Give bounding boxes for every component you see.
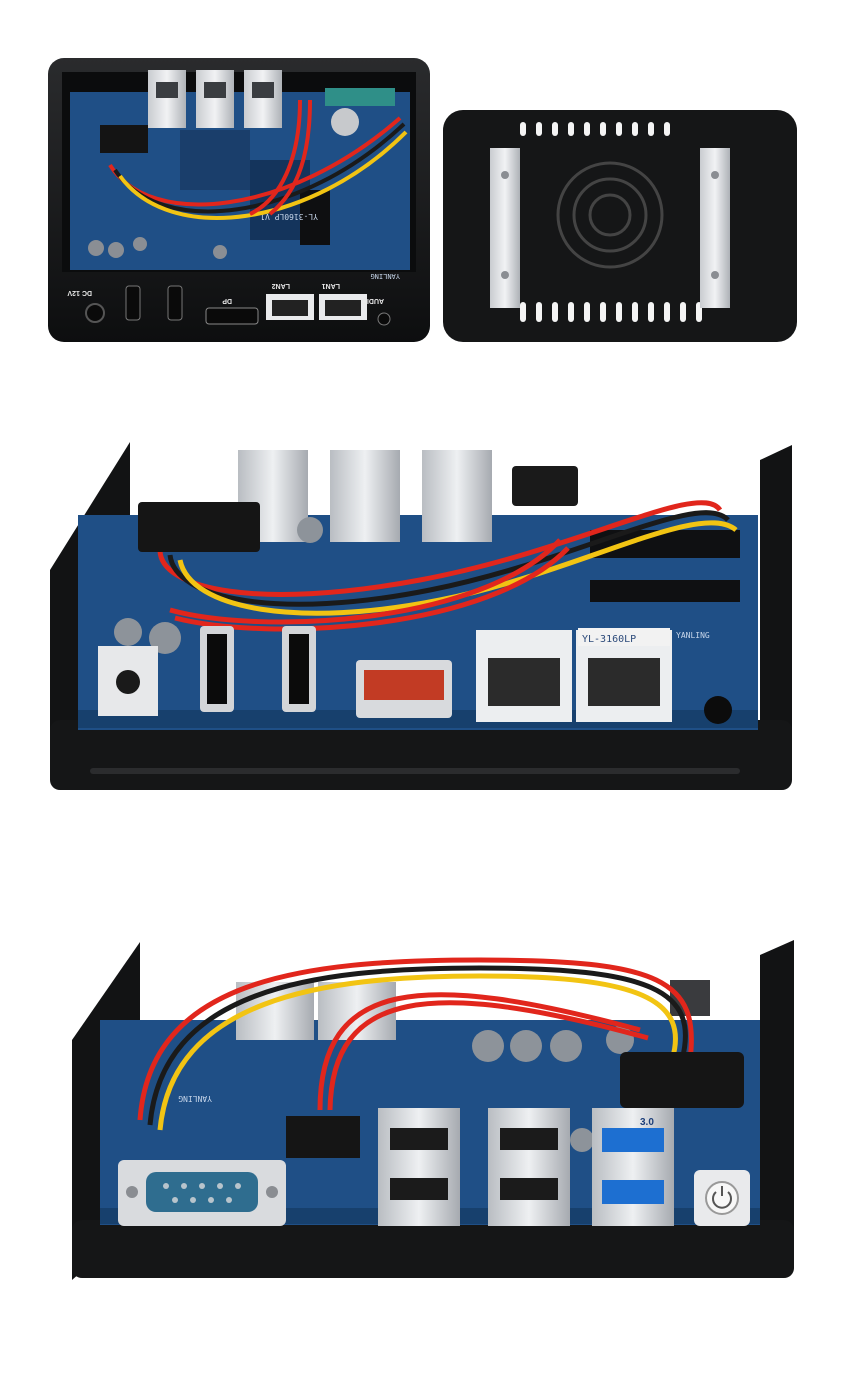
sata-power-connector: [138, 502, 260, 552]
motherboard: YL-3160LP V1 YANLING: [70, 88, 410, 280]
photo-io-side-view: YL-3160LP YANLING: [0, 420, 850, 840]
bottom-cover-plate: [443, 110, 797, 342]
label-dc: DC 12V: [67, 289, 92, 296]
sata-data-connector: [512, 466, 578, 506]
brand-marking-text: YANLING: [676, 631, 710, 640]
sata-power-cables: [108, 99, 408, 220]
dc-jack: [85, 303, 105, 323]
label-lan2: LAN2: [272, 282, 290, 289]
audio-jack: [377, 312, 391, 326]
hdmi-port-1: [125, 285, 141, 321]
msata-slot: [590, 580, 740, 602]
usb2-stack-1: [378, 1108, 460, 1226]
board-marking-text: YANLING: [178, 1094, 212, 1103]
rear-usb-ports: [238, 450, 492, 542]
rear-usb-ports: [148, 70, 282, 128]
sata-power-cables: [137, 957, 694, 1131]
usb2-stack-2: [488, 1108, 570, 1226]
sata-power-connector: [100, 125, 148, 153]
brand-marking-text: YANLING: [370, 272, 400, 280]
sata-power-cables: [157, 500, 738, 632]
power-button: [694, 1170, 750, 1226]
label-audio: AUDIO: [361, 297, 384, 304]
db9-com-port: [118, 1160, 286, 1226]
photo-usb-com-side-view: 3.0 YANLING: [0, 920, 850, 1385]
displayport: [205, 307, 259, 325]
hdmi-port-2: [167, 285, 183, 321]
photo-top-view: YL-3160LP V1 YANLING DC 12V DP LAN2 LAN1…: [0, 0, 850, 360]
usb3-label: 3.0: [640, 1117, 654, 1128]
fan-vent: [556, 161, 664, 269]
front-io-ports: YL-3160LP YANLING: [98, 626, 732, 724]
board-marking-text: YL-3160LP V1: [260, 212, 318, 221]
label-dp: DP: [222, 297, 232, 304]
sata-data-connector: [286, 1116, 360, 1158]
sata-power-connector: [620, 1052, 744, 1108]
lan-sticker-text: YL-3160LP: [582, 634, 636, 645]
label-lan1: LAN1: [322, 282, 340, 289]
front-io-panel: DC 12V DP LAN2 LAN1 AUDIO: [67, 282, 391, 326]
usb3-stack: 3.0: [592, 1108, 674, 1226]
audio-jack: [704, 696, 732, 724]
power-icon: [712, 1191, 732, 1209]
lan-sticker: [578, 628, 670, 646]
